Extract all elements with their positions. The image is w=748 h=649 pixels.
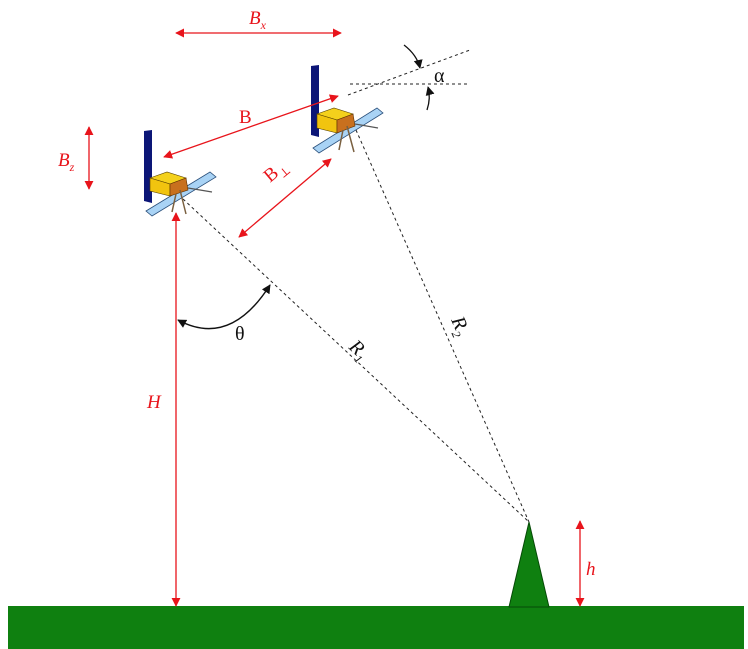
label-r1: R1 <box>342 335 373 366</box>
label-bz: Bz <box>58 150 75 174</box>
label-h: h <box>586 559 596 580</box>
label-theta: θ <box>235 323 245 345</box>
b-arrow <box>163 94 339 159</box>
alpha-arc-lower <box>425 86 435 111</box>
label-bx: Bx <box>249 8 267 32</box>
boom-2c <box>354 123 379 129</box>
baseline-extension-line <box>347 49 471 96</box>
boom-2b <box>338 129 344 151</box>
antenna-1 <box>144 130 152 203</box>
satellite-2 <box>311 65 384 154</box>
boom-1b <box>171 193 177 213</box>
label-r2: R2 <box>443 312 474 340</box>
satellite-icon <box>311 65 384 154</box>
mountain-icon <box>508 521 550 608</box>
label-bperp: B⊥ <box>260 155 294 189</box>
range-line-r1 <box>182 198 530 523</box>
range-line-r2 <box>355 129 530 523</box>
satellite-1 <box>144 130 217 217</box>
ground <box>8 606 744 649</box>
alpha-arc-upper <box>403 44 423 69</box>
theta-arc <box>177 284 271 330</box>
satellite-icon <box>144 130 217 217</box>
label-alpha: α <box>434 65 445 87</box>
label-b: B <box>239 107 252 128</box>
boom-1c <box>187 187 213 193</box>
boom-2a <box>346 125 355 153</box>
label-H: H <box>146 392 162 413</box>
bperp-arrow <box>238 158 332 238</box>
body-side-1 <box>169 177 189 197</box>
boom-1a <box>179 189 187 215</box>
